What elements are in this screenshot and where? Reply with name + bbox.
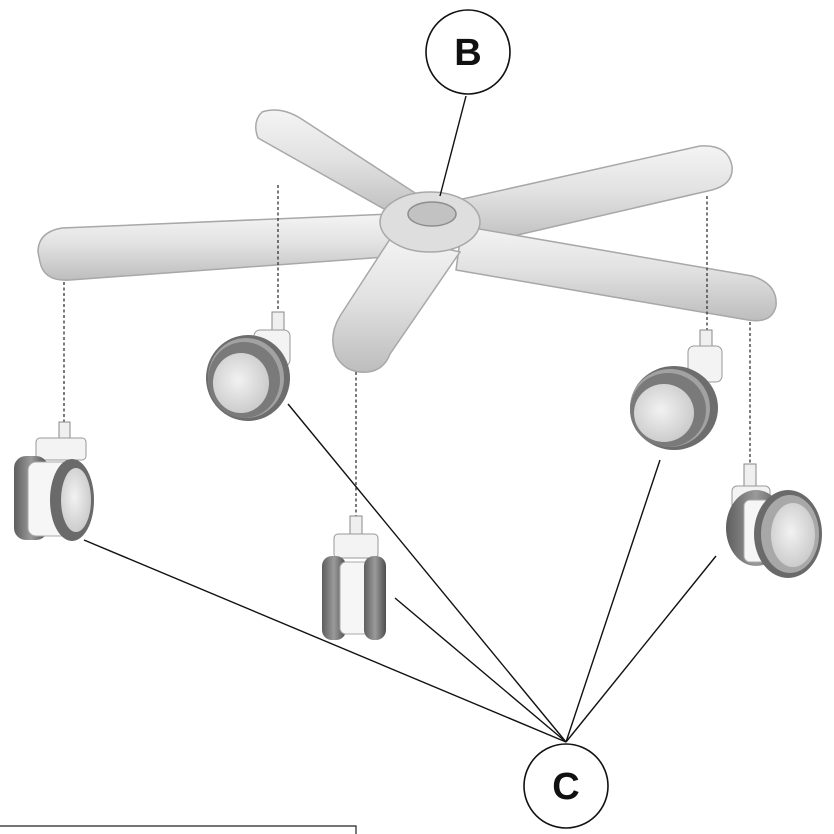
leader-line-caster-back-right — [565, 459, 661, 743]
leader-line-caster-back-left — [287, 403, 567, 743]
leader-line-caster-left — [83, 539, 567, 743]
leader-line-caster-right — [565, 555, 717, 743]
caster-back-right — [630, 329, 723, 450]
callout-casters-label: C — [552, 766, 579, 808]
callout-casters-circle — [523, 743, 609, 829]
caster-front — [322, 515, 386, 640]
base-arm-right-front — [455, 225, 777, 322]
callout-base-label: B — [454, 32, 481, 74]
base-hub-socket — [407, 201, 457, 227]
caster-wheel-hub — [634, 384, 694, 442]
callout-base: B — [425, 9, 511, 95]
caster-body — [333, 533, 379, 559]
bottom-frame — [0, 825, 357, 834]
caster-body — [35, 437, 87, 461]
callout-casters: C — [523, 743, 609, 829]
base-arm-front — [332, 235, 462, 373]
star-base — [37, 109, 777, 373]
caster-left — [14, 421, 94, 541]
caster-wheel-hub — [213, 353, 269, 413]
caster-wheel-hub — [61, 468, 91, 532]
leader-line-base — [439, 95, 467, 197]
leader-lines — [83, 95, 717, 743]
base-arm-left — [37, 213, 401, 281]
callout-base-circle — [425, 9, 511, 95]
assembly-guides — [63, 185, 751, 522]
base-arm-right-back — [438, 145, 733, 247]
frame-border — [0, 825, 357, 834]
caster-right — [726, 463, 822, 578]
caster-wheel-right — [364, 556, 386, 640]
caster-wheel-hub — [771, 503, 815, 567]
caster-back-left — [206, 311, 291, 421]
leader-line-caster-front — [394, 597, 567, 743]
